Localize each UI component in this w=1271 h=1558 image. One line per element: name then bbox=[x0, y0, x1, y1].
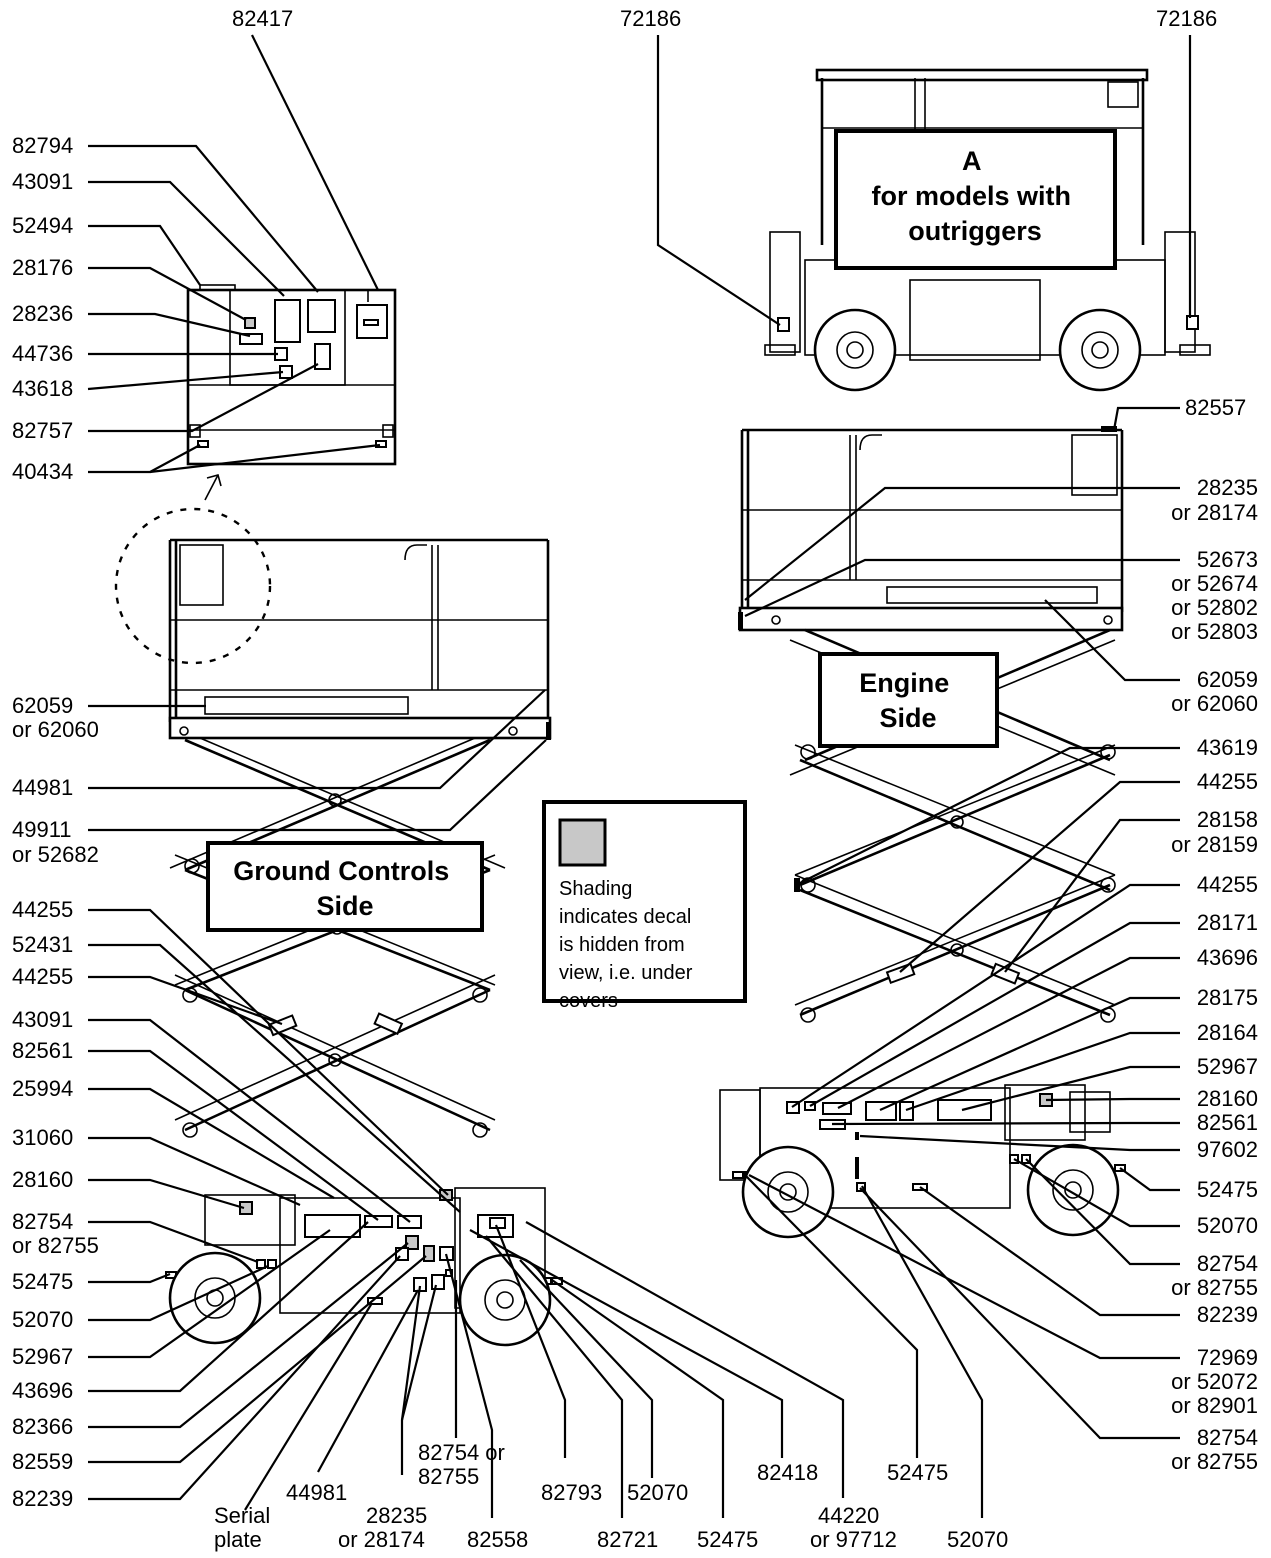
label-28160-right: 28160 bbox=[1197, 1086, 1258, 1111]
label-43696-left: 43696 bbox=[12, 1378, 73, 1403]
control-panel-detail bbox=[186, 284, 397, 466]
label-52070-bottom-a: 52070 bbox=[627, 1480, 688, 1505]
ground-controls-box-text: Ground Controls Side bbox=[233, 856, 457, 921]
legend-swatch bbox=[558, 818, 607, 867]
outriggers-callout-box bbox=[834, 129, 1117, 270]
label-52494: 52494 bbox=[12, 213, 73, 238]
label-28176: 28176 bbox=[12, 255, 73, 280]
label-28160: 28160 bbox=[12, 1167, 73, 1192]
label-82559: 82559 bbox=[12, 1449, 73, 1474]
label-82557: 82557 bbox=[1185, 395, 1246, 420]
label-52475-bottom-b: 52475 bbox=[887, 1460, 948, 1485]
label-43618: 43618 bbox=[12, 376, 73, 401]
label-82793: 82793 bbox=[541, 1480, 602, 1505]
label-52475-left: 52475 bbox=[12, 1269, 73, 1294]
label-72186-right: 72186 bbox=[1156, 6, 1217, 31]
label-44255-right-b: 44255 bbox=[1197, 872, 1258, 897]
label-82721: 82721 bbox=[597, 1527, 658, 1552]
label-52070-right: 52070 bbox=[1197, 1213, 1258, 1238]
label-52070-bottom-b: 52070 bbox=[947, 1527, 1008, 1552]
ground-side-chassis bbox=[165, 1187, 563, 1347]
label-72186-left: 72186 bbox=[620, 6, 681, 31]
ground-controls-box bbox=[206, 841, 484, 932]
label-52475-bottom-a: 52475 bbox=[697, 1527, 758, 1552]
label-82418: 82418 bbox=[757, 1460, 818, 1485]
label-52070-left: 52070 bbox=[12, 1307, 73, 1332]
label-44255b: 44255 bbox=[12, 964, 73, 989]
label-82417: 82417 bbox=[232, 6, 293, 31]
label-82561-right: 82561 bbox=[1197, 1110, 1258, 1135]
engine-side-platform bbox=[738, 426, 1124, 632]
label-25994: 25994 bbox=[12, 1076, 73, 1101]
label-82757: 82757 bbox=[12, 418, 73, 443]
label-40434: 40434 bbox=[12, 459, 73, 484]
label-97602: 97602 bbox=[1197, 1137, 1258, 1162]
label-44255a: 44255 bbox=[12, 897, 73, 922]
label-28171: 28171 bbox=[1197, 910, 1258, 935]
label-82239-left: 82239 bbox=[12, 1486, 73, 1511]
label-31060: 31060 bbox=[12, 1125, 73, 1150]
engine-side-box bbox=[818, 652, 999, 748]
label-52475-right: 52475 bbox=[1197, 1177, 1258, 1202]
label-28236: 28236 bbox=[12, 301, 73, 326]
label-44981-bottom: 44981 bbox=[286, 1480, 347, 1505]
label-82558: 82558 bbox=[467, 1527, 528, 1552]
engine-side-box-text: Engine Side bbox=[859, 668, 957, 733]
label-52967-right: 52967 bbox=[1197, 1054, 1258, 1079]
detail-zoom-circle bbox=[114, 507, 272, 665]
outriggers-box-text: A for models with outriggers bbox=[871, 146, 1078, 246]
ground-side-platform bbox=[168, 538, 552, 740]
label-82366: 82366 bbox=[12, 1414, 73, 1439]
leader-lines bbox=[87, 34, 1192, 1518]
engine-side-chassis bbox=[719, 1084, 1126, 1239]
label-43091b: 43091 bbox=[12, 1007, 73, 1032]
label-82239-right: 82239 bbox=[1197, 1302, 1258, 1327]
label-52967-left: 52967 bbox=[12, 1344, 73, 1369]
label-44736: 44736 bbox=[12, 341, 73, 366]
label-43696-right: 43696 bbox=[1197, 945, 1258, 970]
label-28164: 28164 bbox=[1197, 1020, 1258, 1045]
label-43619: 43619 bbox=[1197, 735, 1258, 760]
label-52431: 52431 bbox=[12, 932, 73, 957]
label-44981: 44981 bbox=[12, 775, 73, 800]
label-28175: 28175 bbox=[1197, 985, 1258, 1010]
label-82561: 82561 bbox=[12, 1038, 73, 1063]
label-82794: 82794 bbox=[12, 133, 73, 158]
label-44255-right-a: 44255 bbox=[1197, 769, 1258, 794]
label-43091a: 43091 bbox=[12, 169, 73, 194]
legend-text: Shading indicates decal is hidden from v… bbox=[559, 878, 698, 1012]
callout-labels: 82417 72186 72186 82794 43091 52494 2817… bbox=[12, 6, 1258, 1552]
ground-side-scissors bbox=[169, 737, 506, 1138]
